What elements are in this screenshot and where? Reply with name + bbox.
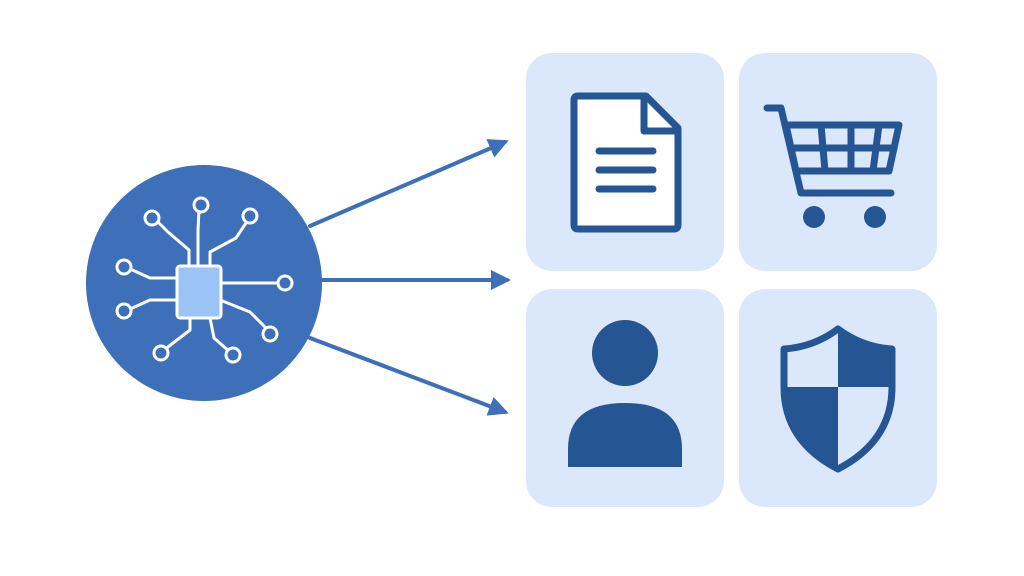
chip xyxy=(175,264,223,320)
circuit-chip-icon xyxy=(86,165,322,401)
document-icon xyxy=(570,92,682,233)
tile-document xyxy=(526,53,724,271)
shopping-cart-icon xyxy=(763,104,903,228)
shield-icon xyxy=(780,325,896,473)
arrow-to-document xyxy=(308,139,509,228)
user-icon xyxy=(568,320,682,467)
tile-user xyxy=(526,289,724,507)
arrow-to-user xyxy=(308,336,509,416)
tile-shield xyxy=(739,289,937,507)
tile-shopping-cart xyxy=(739,53,937,271)
